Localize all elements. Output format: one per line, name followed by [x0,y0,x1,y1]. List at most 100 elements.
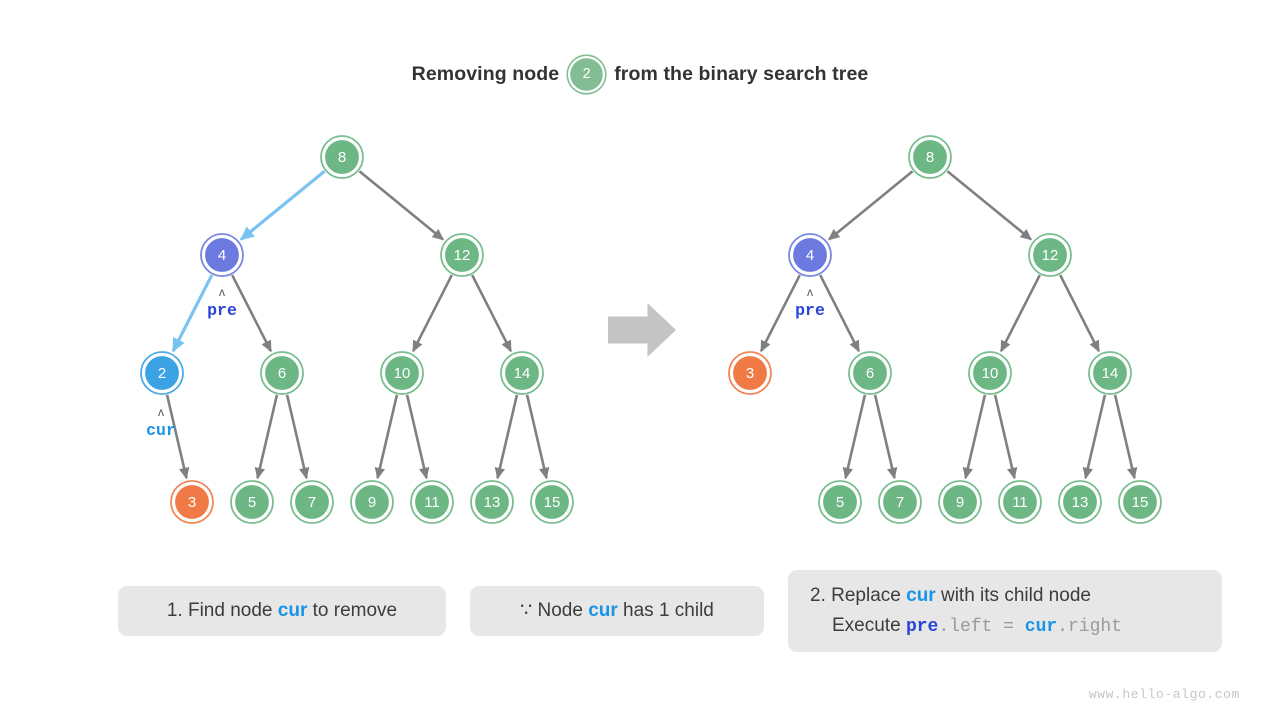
page-title: Removing node 2 from the binary search t… [0,52,1280,96]
node-outer-ring [1118,480,1162,524]
tree-node-10: 10 [968,351,1012,395]
node-value-label: 5 [248,494,256,511]
tree-edge [999,274,1041,353]
tree-node-5: 5 [818,480,862,524]
pointer-caret-icon: ʌ [807,285,813,299]
tree-node-3: 3 [728,351,772,395]
tree-node-15: 15 [530,480,574,524]
node-disc [533,483,571,521]
tree-node-8: 8 [320,135,364,179]
node-disc [851,354,889,392]
caption-reason-line: ∵ Node cur has 1 child [520,596,714,626]
node-disc [443,236,481,274]
tree-node-13: 13 [470,480,514,524]
pointer-label-cur: cur [146,421,176,440]
caption-step-2-right: .right [1057,616,1122,637]
pointer-label-pre: pre [795,301,825,320]
tree-node-5: 5 [230,480,274,524]
node-value-label: 15 [544,494,561,511]
node-outer-ring [998,480,1042,524]
node-disc [383,354,421,392]
node-disc [203,236,241,274]
caption-step-1-keyword: cur [277,600,308,621]
step-transition-arrow [608,303,676,357]
tree-edge [405,394,430,480]
node-outer-ring [728,351,772,395]
node-disc [323,138,361,176]
node-value-label: 4 [218,247,226,264]
caption-step-2-line-1: 2. Replace cur with its child node [810,581,1091,611]
node-disc [941,483,979,521]
tree-edge [239,169,326,241]
node-value-label: 3 [188,494,196,511]
node-outer-ring [410,480,454,524]
tree-node-7: 7 [290,480,334,524]
node-disc [293,483,331,521]
tree-edge [1082,394,1107,480]
left-tree-pointers: ʌ pre ʌ cur [146,285,237,440]
node-disc [1061,483,1099,521]
tree-edge [471,274,513,353]
caption-step-2-cur: cur [1024,616,1058,637]
node-disc [413,483,451,521]
caption-step-1: 1. Find node cur to remove [118,586,446,636]
node-value-label: 2 [158,365,166,382]
right-tree-pointers: ʌ pre [795,285,825,320]
node-outer-ring [200,233,244,277]
node-disc [881,483,919,521]
node-value-label: 6 [866,365,874,382]
node-outer-ring [818,480,862,524]
node-outer-ring [170,480,214,524]
node-value-label: 8 [338,149,346,166]
tree-node-4: 4 [200,233,244,277]
tree-node-10: 10 [380,351,424,395]
title-text-after: from the binary search tree [614,62,869,85]
node-value-label: 15 [1132,494,1149,511]
caption-step-2-left-assign: .left = [938,616,1025,637]
tree-node-3: 3 [170,480,214,524]
tree-edge [842,394,867,480]
node-outer-ring [908,135,952,179]
pointer-caret-icon: ʌ [158,405,164,419]
node-value-label: 13 [1072,494,1089,511]
tree-edge [946,170,1032,241]
pointer-caret-icon: ʌ [219,285,225,299]
tree-node-14: 14 [500,351,544,395]
node-disc [233,483,271,521]
tree-edge [1113,394,1138,480]
node-outer-ring [848,351,892,395]
tree-node-9: 9 [350,480,394,524]
tree-edge [962,394,987,480]
node-value-label: 14 [1102,365,1119,382]
node-disc [971,354,1009,392]
node-outer-ring [350,480,394,524]
caption-step-2-line-2: Execute pre.left = cur.right [810,611,1122,642]
caption-reason-prefix: ∵ Node [520,600,589,621]
node-value-label: 13 [484,494,501,511]
node-value-label: 9 [368,494,376,511]
tree-node-7: 7 [878,480,922,524]
node-value-label: 12 [454,247,471,264]
node-outer-ring [530,480,574,524]
node-value-label: 6 [278,365,286,382]
node-disc [503,354,541,392]
node-value-label: 8 [926,149,934,166]
node-value-label: 11 [1012,494,1028,511]
tree-edge [374,394,399,480]
tree-edge [819,274,861,353]
caption-step-1-prefix: 1. Find node [166,600,278,621]
node-outer-ring [470,480,514,524]
node-outer-ring [440,233,484,277]
watermark: www.hello-algo.com [1088,687,1240,702]
pointer-label-pre: pre [207,301,237,320]
tree-edge [494,394,519,480]
tree-node-4: 4 [788,233,832,277]
node-outer-ring [320,135,364,179]
caption-step-1-line: 1. Find node cur to remove [167,596,397,626]
node-disc [1031,236,1069,274]
node-value-label: 12 [1042,247,1059,264]
node-outer-ring [380,351,424,395]
